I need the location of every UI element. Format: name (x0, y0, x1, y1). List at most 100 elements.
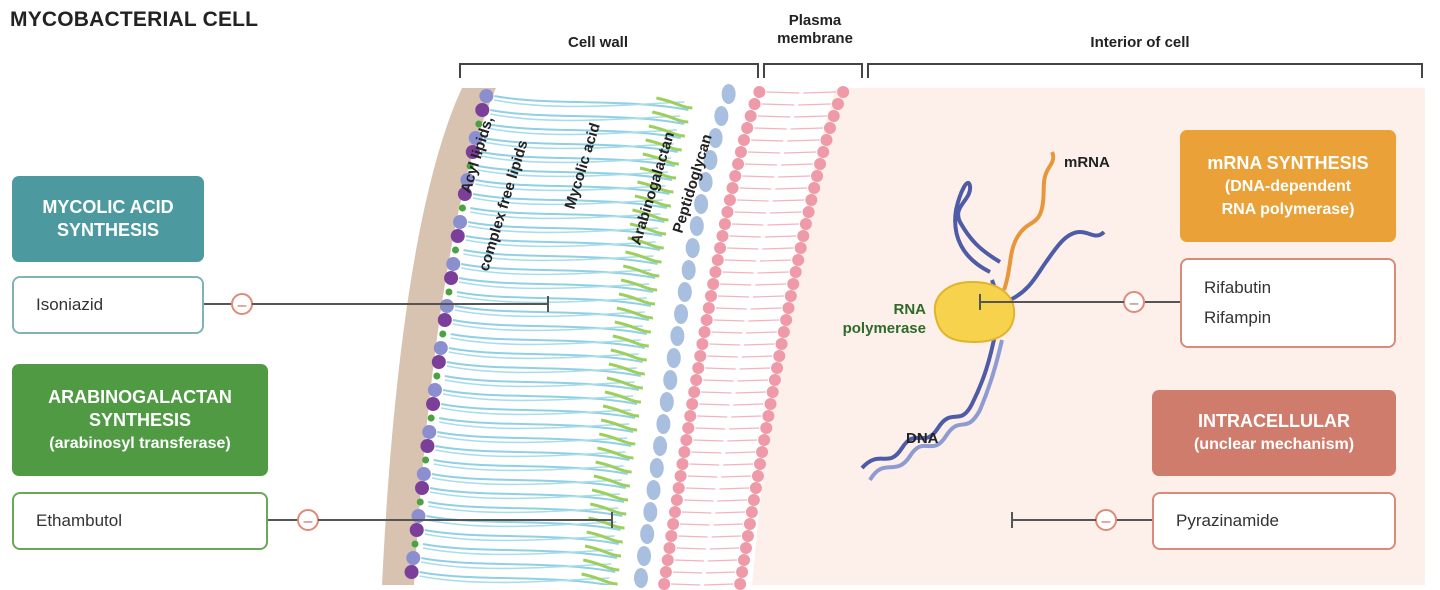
peptidoglycan-bead (677, 282, 692, 302)
peptidoglycan-bead (708, 128, 723, 148)
mycolic-acid-fiber (424, 529, 619, 545)
rifabutin-label: Rifabutin (1204, 278, 1272, 297)
membrane-tail (697, 415, 728, 418)
mycolic-acid-fiber (419, 575, 610, 584)
peptidoglycan-bead (663, 370, 678, 390)
membrane-tail (748, 319, 780, 322)
arabinogalactan-chain (634, 194, 671, 208)
lipid-head (416, 498, 424, 506)
lipid-head (411, 509, 426, 523)
peptidoglycan-bead (653, 436, 668, 456)
arabinogalactan-chain (618, 292, 656, 306)
membrane-inner-head (817, 146, 830, 158)
mycolic-acid-fiber (477, 169, 669, 178)
membrane-tail (741, 355, 773, 358)
lipid-head (437, 313, 452, 327)
lipid-head (444, 271, 459, 285)
intracellular-box: INTRACELLULAR (unclear mechanism) (1152, 390, 1396, 476)
arabinogalactan-layer (581, 96, 693, 586)
mrna-synthesis-title: mRNA SYNTHESIS (1207, 152, 1369, 173)
mycolic-acid-fiber (454, 305, 650, 321)
membrane-outer-head (711, 254, 724, 266)
membrane-inner-head (741, 530, 754, 542)
membrane-tail (719, 487, 749, 490)
peptidoglycan-bead (646, 480, 661, 500)
pyrazinamide-box: Pyrazinamide (1152, 492, 1396, 550)
mycolic-acid-fiber (421, 561, 612, 570)
mycolic-acid-fiber (446, 361, 642, 377)
mycolic-acid-fiber (446, 365, 637, 374)
arabinogalactan-chain (629, 222, 667, 236)
mycolic-acid-fiber (475, 179, 670, 195)
diagram-title: MYCOBACTERIAL CELL (10, 8, 259, 31)
membrane-inner-head (773, 350, 786, 362)
mycolic-acid-fiber (428, 501, 623, 517)
membrane-tail (729, 427, 760, 430)
mycolic-acid-fiber (442, 389, 638, 405)
isoniazid-box: Isoniazid (12, 276, 204, 334)
membrane-outer-head (682, 422, 695, 434)
membrane-tail (703, 379, 734, 382)
membrane-outer-head (753, 86, 766, 98)
membrane-inner-head (743, 518, 756, 530)
membrane-tail (672, 571, 703, 574)
membrane-inner-head (768, 374, 781, 386)
intracellular-title: INTRACELLULAR (1198, 411, 1350, 431)
mycolic-acid-fiber (435, 449, 626, 458)
lipid-head (422, 425, 437, 439)
membrane-outer-head (744, 110, 757, 122)
membrane-tail (713, 523, 743, 526)
mycolic-acid-fiber (454, 309, 645, 318)
arabinogalactan-synthesis-title-line2: SYNTHESIS (88, 409, 192, 430)
mycolic-acid-fiber (456, 291, 652, 307)
arabinogalactan-chain (656, 96, 693, 110)
membrane-inner-head (749, 482, 762, 494)
peptidoglycan-layer (633, 84, 736, 588)
membrane-outer-head (680, 434, 693, 446)
membrane-outer-head (684, 410, 697, 422)
membrane-inner-head (827, 110, 840, 122)
mycolic-acid-fiber (426, 515, 621, 531)
membrane-inner-head (758, 434, 771, 446)
membrane-outer-head (702, 302, 715, 314)
membrane-tail (747, 151, 781, 154)
mycolic-acid-fiber (467, 221, 663, 237)
lipid-head (475, 103, 490, 117)
membrane-tail (729, 235, 761, 238)
membrane-outer-head (716, 230, 729, 242)
arabinogalactan-chain (614, 320, 651, 334)
membrane-inner-head (745, 506, 758, 518)
membrane-tail (705, 367, 736, 370)
arabinogalactan-chain (651, 110, 689, 124)
membrane-tail (775, 187, 808, 190)
membrane-inner-head (808, 182, 821, 194)
arabinogalactan-synthesis-box: ARABINOGALACTAN SYNTHESIS (arabinosyl tr… (12, 364, 268, 476)
mycolic-acid-fiber (456, 295, 648, 304)
rna-polymerase-label: RNA polymerase (800, 300, 926, 338)
arabinogalactan-chain (602, 404, 640, 418)
membrane-outer-head (690, 374, 703, 386)
mycolic-acid-fiber (442, 393, 633, 402)
mycolic-acid-fiber (424, 533, 615, 542)
membrane-tail (794, 115, 827, 118)
mycolic-acid-fiber (461, 267, 652, 276)
membrane-inner-head (837, 86, 850, 98)
peptidoglycan-bead (721, 84, 736, 104)
mrna-strand (1002, 151, 1056, 291)
membrane-tail (693, 439, 724, 442)
membrane-inner-head (797, 230, 810, 242)
mycolic-acid-fiber (438, 417, 634, 433)
lipid-head (420, 439, 435, 453)
membrane-inner-head (831, 98, 844, 110)
peptidoglycan-bead (694, 194, 709, 214)
membrane-outer-head (665, 530, 678, 542)
membrane-tail (798, 103, 831, 106)
arabinogalactan-chain (604, 390, 642, 404)
membrane-inner-head (747, 494, 760, 506)
plasma-membrane-label-line2: membrane (777, 30, 853, 47)
mycolic-acid-fiber (426, 519, 617, 528)
membrane-tail (683, 499, 714, 502)
mycolic-acid-fiber (428, 505, 619, 514)
membrane-inner-head (736, 566, 749, 578)
membrane-tail (731, 415, 762, 418)
